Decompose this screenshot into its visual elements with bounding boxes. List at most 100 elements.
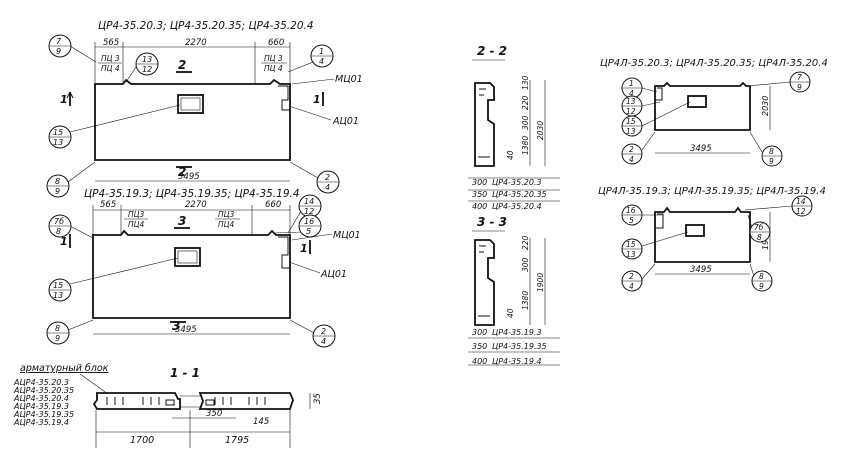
svg-text:8: 8 xyxy=(757,233,762,242)
svg-text:7: 7 xyxy=(797,73,802,82)
mirror-b-bubble-2: 15 13 xyxy=(621,231,689,260)
mirror-a-dim-h: 2030 xyxy=(761,96,770,116)
panel-a-bubble-5: 8 9 xyxy=(46,161,96,198)
block-item-3: АЦР4-35.20.4 xyxy=(13,394,69,403)
section-3-3-row-1-name: ЦР4-35.19.3 xyxy=(492,328,542,337)
section-1-1-dim-right: 1795 xyxy=(225,435,249,446)
svg-text:7: 7 xyxy=(56,37,62,46)
mirror-a-bubble-3: 15 13 xyxy=(621,101,691,137)
mirror-b-dim-w: 3495 xyxy=(690,265,712,275)
mirror-b-outline xyxy=(654,206,751,263)
svg-text:4: 4 xyxy=(319,57,324,66)
svg-text:4: 4 xyxy=(321,337,326,346)
panel-b-section-left: 1 xyxy=(60,235,68,248)
section-2-2-dim-2: 220 xyxy=(521,95,530,110)
panel-b-loop-left-bot: ПЦ4 xyxy=(128,220,144,229)
block-item-5: АЦР4-35.19.35 xyxy=(13,410,74,419)
panel-a-dim-total: 3495 xyxy=(178,172,200,182)
section-2-2-dim-6: 40 xyxy=(506,150,515,160)
section-3-3-dim-4: 1380 xyxy=(521,291,530,310)
section-2-2-profile xyxy=(474,82,495,167)
panel-b-bubble-2: 14 12 xyxy=(287,194,322,234)
section-2-2-dim-1: 130 xyxy=(521,75,530,90)
section-1-1-left-part xyxy=(92,392,181,410)
mirror-panel-b: ЦР4Л-35.19.3; ЦР4Л-35.19.35; ЦР4Л-35.19.… xyxy=(598,186,826,292)
svg-text:12: 12 xyxy=(626,107,636,116)
panel-a-section-bot: 2 xyxy=(178,165,186,179)
section-1-1-dim-left: 1700 xyxy=(130,435,154,446)
section-1-1-dim-h: 35 xyxy=(313,393,323,404)
svg-text:9: 9 xyxy=(55,334,60,343)
svg-text:2: 2 xyxy=(629,145,634,154)
panel-b-dim-right: 660 xyxy=(265,200,281,210)
panel-a-bubble-1: 7 9 xyxy=(48,34,97,63)
svg-text:9: 9 xyxy=(759,282,764,291)
panel-a-outline xyxy=(94,78,291,161)
section-2-2-dim-3: 300 xyxy=(521,115,530,130)
svg-text:16: 16 xyxy=(304,217,314,226)
panel-a-bubble-2: 13 12 xyxy=(125,52,159,83)
svg-text:13: 13 xyxy=(53,138,63,147)
block-item-1: АЦР4-35.20.3 xyxy=(13,378,69,387)
svg-text:13: 13 xyxy=(626,127,636,136)
svg-text:5: 5 xyxy=(306,227,311,236)
panel-a: ЦР4-35.20.3; ЦР4-35.20.35; ЦР4-35.20.4 5… xyxy=(46,20,363,198)
mirror-b-bubble-6: 8 9 xyxy=(749,263,773,292)
panel-a-loop-right-top: ПЦ 3 xyxy=(264,54,283,63)
section-2-2-dim-5: 1380 xyxy=(521,136,530,155)
svg-text:12: 12 xyxy=(796,207,806,216)
panel-a-opening xyxy=(177,94,204,114)
section-2-2: 2 - 2 130 220 300 2030 1380 40 300 ЦР4-3… xyxy=(468,44,560,211)
panel-a-mark-mc: МЦ01 xyxy=(335,74,363,85)
mirror-b-bubble-5: 7б 8 xyxy=(747,214,771,243)
section-3-3-row-2-name: ЦР4-35.19.35 xyxy=(492,342,547,351)
panel-a-dim-mid: 2270 xyxy=(185,38,207,48)
mirror-a-bubble-6: 8 9 xyxy=(749,131,783,167)
panel-b-dim-left: 565 xyxy=(100,200,116,210)
panel-b-bubble-1: 7б 8 xyxy=(48,214,94,239)
mirror-a-bubble-1: 1 4 xyxy=(621,77,658,99)
svg-text:5: 5 xyxy=(629,216,634,225)
svg-text:13: 13 xyxy=(626,250,636,259)
svg-text:13: 13 xyxy=(53,291,63,300)
section-1-1-title: 1 - 1 xyxy=(170,366,200,380)
svg-text:8: 8 xyxy=(55,177,60,186)
panel-a-section-left: 1 xyxy=(60,93,68,106)
svg-text:15: 15 xyxy=(626,240,636,249)
section-2-2-row-3-name: ЦР4-35.20.4 xyxy=(492,202,542,211)
svg-text:14: 14 xyxy=(796,197,806,206)
svg-text:7б: 7б xyxy=(754,223,764,232)
panel-b-section-top: 3 xyxy=(178,214,186,228)
panel-b-dim-mid: 2270 xyxy=(185,200,207,210)
block-item-2: АЦР4-35.20.35 xyxy=(13,386,74,395)
mirror-a-outline xyxy=(654,81,751,131)
section-2-2-title: 2 - 2 xyxy=(477,44,507,58)
svg-text:15: 15 xyxy=(626,117,636,126)
section-3-3-title: 3 - 3 xyxy=(477,215,507,229)
section-3-3-dim-5: 40 xyxy=(506,308,515,318)
svg-text:15: 15 xyxy=(53,281,63,290)
panel-a-loop-right-bot: ПЦ 4 xyxy=(264,64,283,73)
section-3-3-row-3-w: 400 xyxy=(472,357,487,366)
panel-b-mark-mc: МЦ01 xyxy=(333,230,361,241)
svg-text:2: 2 xyxy=(321,327,326,336)
section-3-3-dim-3: 1900 xyxy=(536,273,545,292)
svg-text:8: 8 xyxy=(769,147,774,156)
mirror-a-dim-w: 3495 xyxy=(690,144,712,154)
panel-b-loop-left-top: ПЦ3 xyxy=(128,210,144,219)
svg-text:9: 9 xyxy=(56,47,61,56)
section-3-3-row-2-w: 350 xyxy=(472,342,487,351)
section-3-3-dim-1: 220 xyxy=(521,235,530,250)
section-2-2-row-2-name: ЦР4-35.20.35 xyxy=(492,190,547,199)
panel-a-section-right: 1 xyxy=(313,93,321,106)
svg-text:12: 12 xyxy=(304,207,314,216)
svg-text:9: 9 xyxy=(55,187,60,196)
panel-a-dim-left: 565 xyxy=(103,38,119,48)
section-2-2-dim-4: 2030 xyxy=(536,121,545,140)
mirror-b-title: ЦР4Л-35.19.3; ЦР4Л-35.19.35; ЦР4Л-35.19.… xyxy=(598,186,826,197)
panel-b-bubble-5: 8 9 xyxy=(46,319,94,345)
section-1-1-dim-small: 145 xyxy=(253,417,269,427)
panel-a-dim-right: 660 xyxy=(268,38,284,48)
svg-text:14: 14 xyxy=(304,197,314,206)
